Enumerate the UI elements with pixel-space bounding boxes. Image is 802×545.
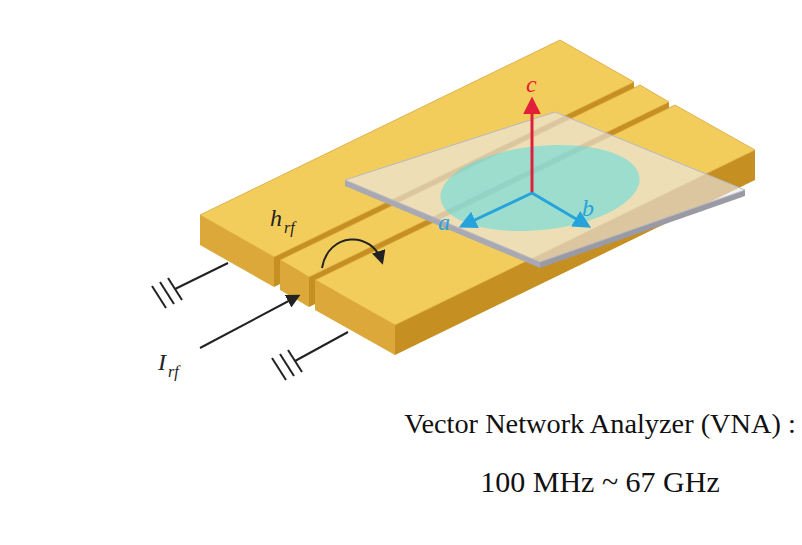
sample-plate [345, 112, 745, 268]
caption-line: Vector Network Analyzer (VNA) : [404, 410, 796, 438]
current-arrow [200, 296, 298, 348]
field-arrow [322, 239, 382, 268]
ground-bar-right [315, 105, 755, 355]
axis-label: a [438, 210, 450, 234]
current-subscript: rf [168, 364, 179, 380]
caption-line: 100 MHz ~ 67 GHz [480, 467, 720, 497]
crystal-axes [462, 100, 588, 226]
axis-label: c [526, 72, 537, 96]
ground-symbol [272, 332, 348, 380]
field-subscript: rf [284, 220, 295, 236]
field-symbol: h [270, 206, 282, 230]
ground-symbol [152, 263, 228, 308]
axis-label: b [582, 196, 594, 220]
current-symbol: I [158, 350, 166, 374]
